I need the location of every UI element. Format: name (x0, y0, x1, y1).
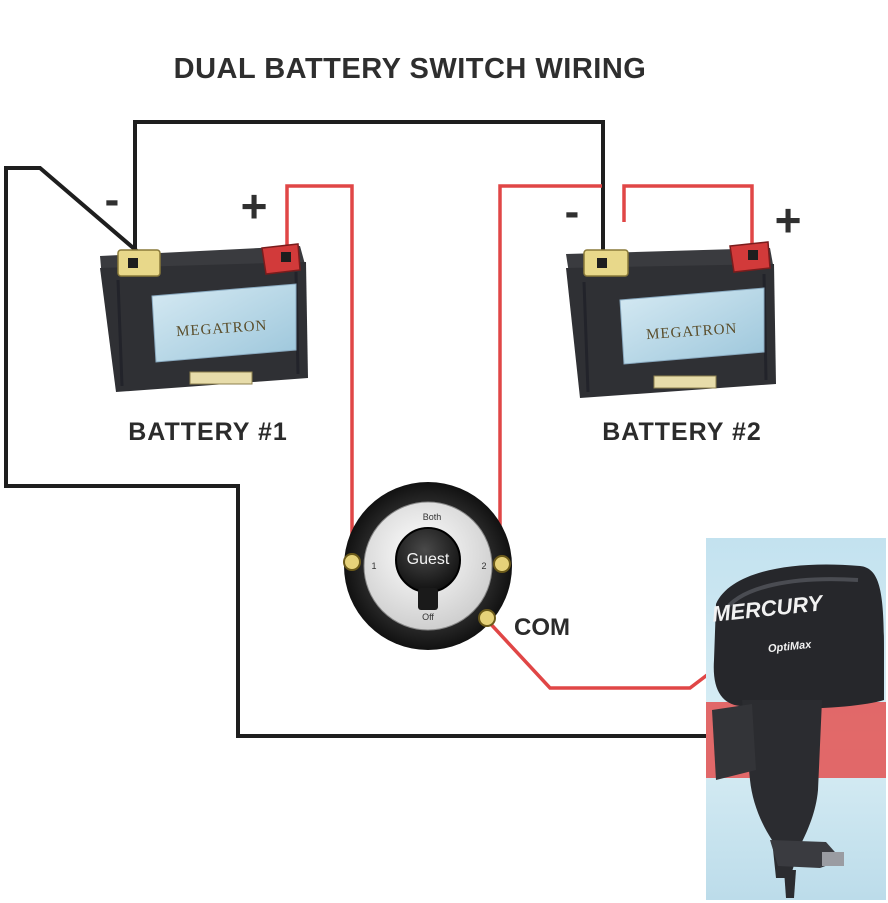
switch-pos-both: Both (423, 512, 442, 522)
battery-1-negative-sign: - (105, 175, 120, 224)
switch-pos-2: 2 (481, 561, 486, 571)
battery-2-brand: MEGATRON (646, 321, 738, 343)
switch-terminal-1 (343, 553, 361, 571)
battery-switch[interactable]: Guest Both 1 2 Off COM (343, 482, 570, 650)
battery-2-positive-sign: + (775, 194, 802, 246)
battery-2: MEGATRON - + BATTERY #2 (565, 187, 802, 446)
switch-terminal-com (478, 609, 496, 627)
battery-1-label-text: BATTERY #1 (128, 418, 288, 446)
battery-1-negative-terminal (117, 249, 161, 277)
switch-terminal-2 (493, 555, 511, 573)
negative-bridge-wire (133, 120, 605, 262)
motor-model: OptiMax (767, 639, 812, 656)
battery-1-positive-sign: + (241, 180, 268, 232)
battery-1-brand: MEGATRON (176, 318, 268, 340)
wires (4, 120, 754, 738)
switch-pos-off: Off (422, 612, 434, 622)
com-label: COM (514, 614, 570, 641)
battery-2-label (619, 287, 765, 365)
battery-2-negative-sign: - (565, 187, 580, 236)
battery-1-label (151, 283, 297, 363)
battery2-to-switch-wire (498, 184, 602, 530)
battery-1: MEGATRON - + BATTERY #1 (100, 175, 308, 446)
diagram-title: DUAL BATTERY SWITCH WIRING (174, 53, 647, 85)
outboard-motor: MERCURY OptiMax (706, 538, 886, 900)
ground-wire (4, 166, 718, 738)
battery-2-label-text: BATTERY #2 (602, 418, 762, 446)
battery2-positive-wire (622, 184, 754, 252)
switch-pos-1: 1 (371, 561, 376, 571)
switch-knob-label: Guest (407, 551, 450, 568)
